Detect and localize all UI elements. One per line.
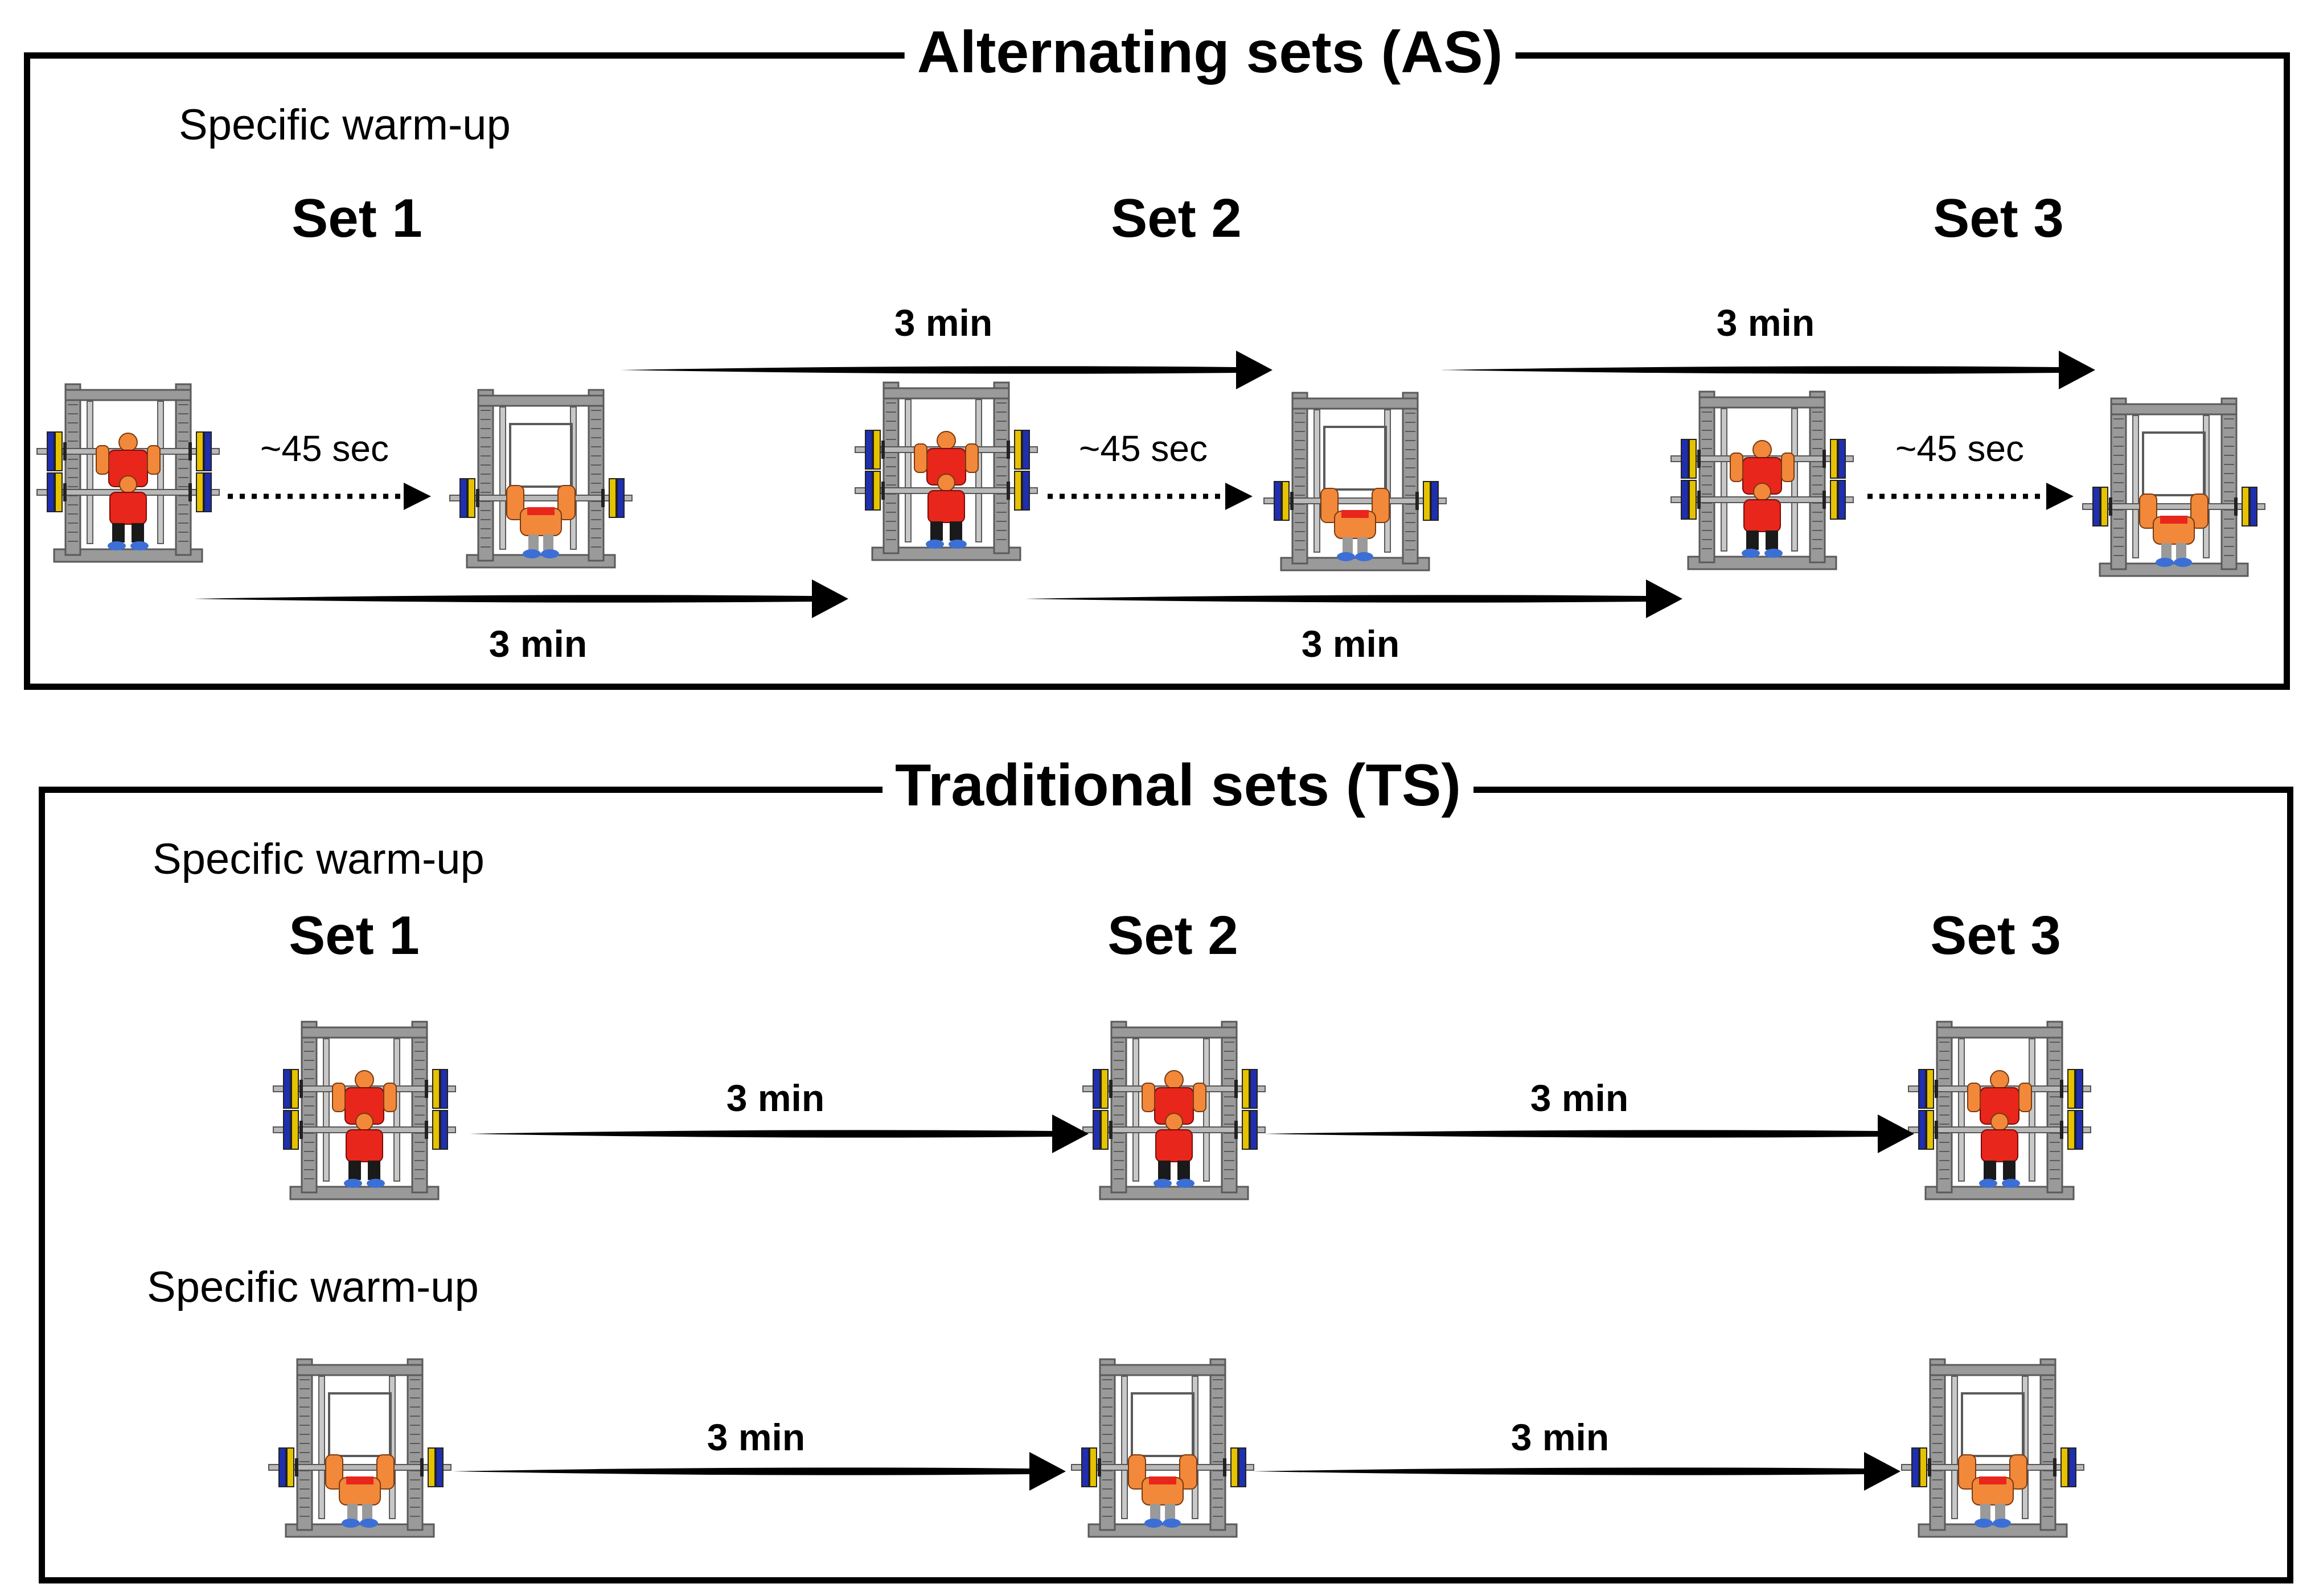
as-warmup-label: Specific warm-up	[179, 101, 511, 149]
as-arrow-top-2	[1440, 351, 2095, 389]
as-rest-top-2-label: 3 min	[1716, 302, 1815, 344]
as-rest-bottom-1-label: 3 min	[489, 623, 588, 665]
as-set-1-squat-machine-icon	[36, 383, 220, 563]
as-set-2-bench-machine-icon	[1263, 392, 1447, 571]
ts-row2-rest-1-label: 3 min	[707, 1416, 806, 1458]
ts-row1-arrow-2	[1264, 1114, 1914, 1153]
as-set-3-bench-machine-icon	[2082, 397, 2265, 577]
as-set-1-label: Set 1	[292, 188, 422, 249]
as-panel-title: Alternating sets (AS)	[904, 23, 1516, 82]
ts-set-3-label: Set 3	[1930, 905, 2061, 966]
ts-panel-title: Traditional sets (TS)	[882, 756, 1473, 815]
as-short-rest-3-label: ~45 sec	[1895, 428, 2024, 469]
as-arrow-bottom-2	[1025, 579, 1682, 618]
ts-row2-arrow-1	[453, 1452, 1066, 1491]
as-rest-top-1-label: 3 min	[894, 302, 993, 344]
as-set-3-squat-machine-icon	[1670, 390, 1854, 570]
as-set-2-squat-machine-icon	[855, 381, 1038, 561]
ts-row2-arrow-2	[1253, 1452, 1900, 1491]
ts-row1-set-2-squat-machine-icon	[1082, 1021, 1266, 1200]
as-arrow-top-1	[621, 351, 1273, 389]
as-dotted-arrow-1	[228, 483, 431, 510]
ts-set-2-label: Set 2	[1107, 905, 1238, 966]
as-set-3-label: Set 3	[1933, 188, 2064, 249]
ts-row2-set-1-bench-machine-icon	[268, 1358, 451, 1538]
ts-row1-arrow-1	[470, 1114, 1089, 1153]
as-short-rest-2-label: ~45 sec	[1079, 428, 1208, 469]
as-set-1-bench-machine-icon	[449, 389, 633, 569]
as-rest-bottom-2-label: 3 min	[1301, 623, 1400, 665]
ts-row1-set-3-squat-machine-icon	[1908, 1021, 2091, 1200]
as-dotted-arrow-3	[1867, 483, 2074, 510]
ts-row2-rest-2-label: 3 min	[1510, 1416, 1610, 1458]
as-short-rest-1-label: ~45 sec	[260, 428, 389, 469]
ts-warmup-label-2: Specific warm-up	[147, 1263, 479, 1311]
ts-row1-rest-2-label: 3 min	[1530, 1077, 1629, 1119]
as-arrow-bottom-1	[194, 579, 848, 618]
ts-row1-rest-1-label: 3 min	[726, 1077, 825, 1119]
as-dotted-arrow-2	[1048, 483, 1253, 510]
ts-set-1-label: Set 1	[289, 905, 420, 966]
ts-row1-set-1-squat-machine-icon	[273, 1021, 456, 1200]
ts-row2-set-3-bench-machine-icon	[1901, 1358, 2084, 1538]
ts-warmup-label-1: Specific warm-up	[153, 835, 485, 883]
as-set-2-label: Set 2	[1111, 188, 1242, 249]
ts-row2-set-2-bench-machine-icon	[1071, 1358, 1254, 1538]
